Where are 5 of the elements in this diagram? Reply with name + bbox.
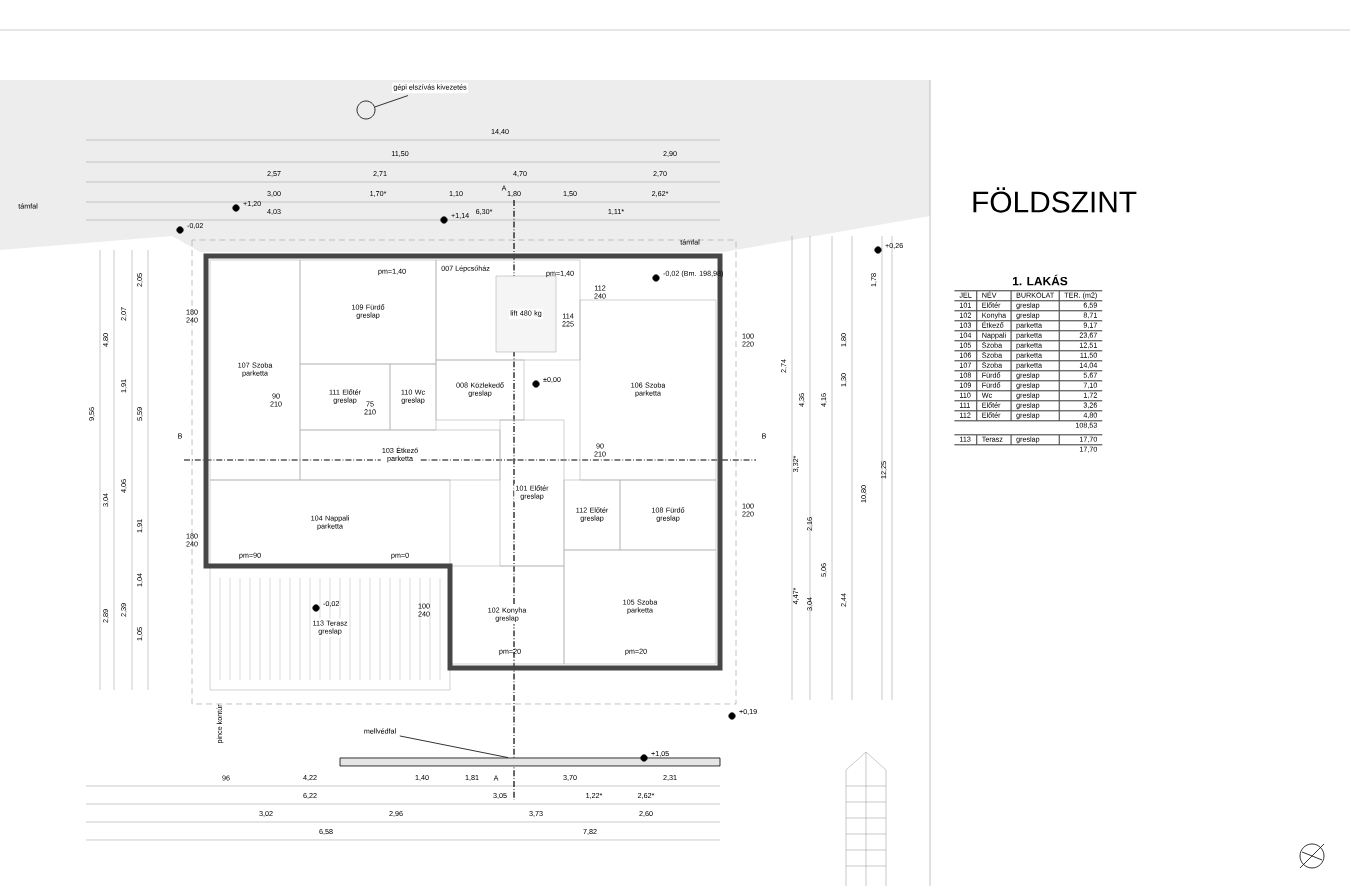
leader-line (374, 95, 409, 108)
leader-line (399, 735, 509, 758)
title: FÖLDSZINT (973, 187, 1137, 213)
parapet-wall (339, 757, 721, 767)
vent-circle (356, 100, 376, 120)
